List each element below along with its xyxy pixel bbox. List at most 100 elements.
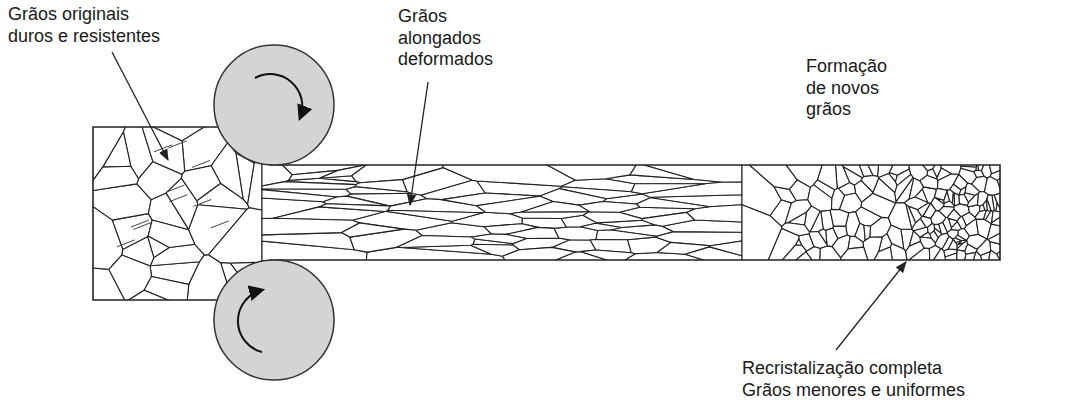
grain (782, 223, 810, 236)
callout-label: Grãos originais duros e resistentes (8, 4, 173, 47)
grain (396, 236, 475, 248)
grain (944, 191, 950, 203)
grain (888, 203, 911, 230)
grain (631, 184, 705, 194)
grain (579, 202, 640, 213)
grain (948, 240, 957, 250)
grain (248, 162, 262, 210)
grain (930, 231, 938, 243)
grain (895, 169, 910, 186)
grain (864, 225, 871, 240)
grain (830, 209, 849, 226)
twin-line (192, 160, 210, 167)
grain (988, 160, 1005, 174)
grain (443, 160, 576, 186)
grain (806, 247, 820, 265)
grain (782, 160, 823, 187)
grain (957, 250, 966, 265)
grain (148, 220, 195, 248)
grain (125, 290, 180, 305)
twin-line (131, 220, 149, 227)
grain (636, 198, 709, 209)
grain (181, 166, 220, 201)
callout-label: Grãos alongados deformados (398, 6, 498, 71)
grain (319, 204, 390, 212)
grain (386, 210, 483, 221)
twin-line (133, 222, 151, 229)
grain (581, 223, 622, 230)
grain (88, 166, 139, 191)
grain (964, 252, 976, 265)
grain (351, 160, 443, 183)
grain (320, 165, 367, 179)
grain (912, 219, 926, 231)
grain (937, 168, 951, 181)
grain (262, 233, 354, 250)
grain (930, 249, 946, 265)
grain (961, 160, 978, 167)
grain (997, 247, 1005, 266)
grain (974, 170, 984, 177)
grain (947, 230, 958, 239)
upper-roll (214, 45, 334, 165)
metal-strip (93, 127, 1000, 300)
grain (796, 239, 802, 245)
grain (642, 212, 695, 226)
grain (137, 162, 182, 200)
grain (833, 226, 847, 239)
grain-structure (88, 120, 1005, 305)
grain (951, 222, 961, 231)
leader-line (112, 52, 168, 160)
leader-line (410, 82, 428, 205)
grain (879, 174, 897, 193)
grain (472, 234, 527, 244)
twin-line (169, 195, 187, 202)
leader-line (836, 262, 906, 350)
grain (992, 211, 1005, 223)
grain (710, 241, 743, 256)
twin-line (169, 141, 187, 148)
grain (996, 203, 1002, 212)
grain (861, 176, 879, 193)
grain (945, 253, 957, 265)
grain (985, 177, 1002, 196)
grain (819, 246, 843, 265)
grain (987, 199, 992, 211)
grain (355, 180, 407, 192)
grain (939, 206, 954, 217)
grain (742, 205, 782, 265)
grain (808, 185, 832, 212)
grain (580, 250, 635, 264)
grain (987, 195, 994, 212)
rotation-arrow (238, 290, 262, 352)
grain (977, 239, 991, 255)
callout-label: Recristalização completa Grãos menores e… (742, 358, 992, 401)
grain (939, 222, 948, 234)
grain (866, 160, 879, 176)
grain (189, 205, 247, 255)
grain (818, 229, 827, 244)
grain (968, 193, 979, 207)
grain (477, 196, 553, 213)
grain (342, 223, 404, 237)
twin-line (193, 199, 211, 206)
grain (596, 230, 657, 240)
grain (909, 231, 920, 246)
twin-line (117, 240, 135, 247)
rotation-arrow (255, 74, 302, 118)
grain (843, 167, 862, 185)
grain (904, 197, 928, 210)
grain (872, 247, 894, 265)
lower-roll (214, 260, 334, 380)
grain (935, 197, 945, 203)
twin-line (211, 221, 229, 228)
grain (839, 183, 856, 196)
grain (262, 182, 356, 190)
grain (583, 212, 642, 223)
grain (957, 241, 968, 251)
grain (965, 183, 980, 195)
grain (503, 247, 576, 265)
grain (262, 190, 337, 202)
grain (510, 212, 589, 219)
